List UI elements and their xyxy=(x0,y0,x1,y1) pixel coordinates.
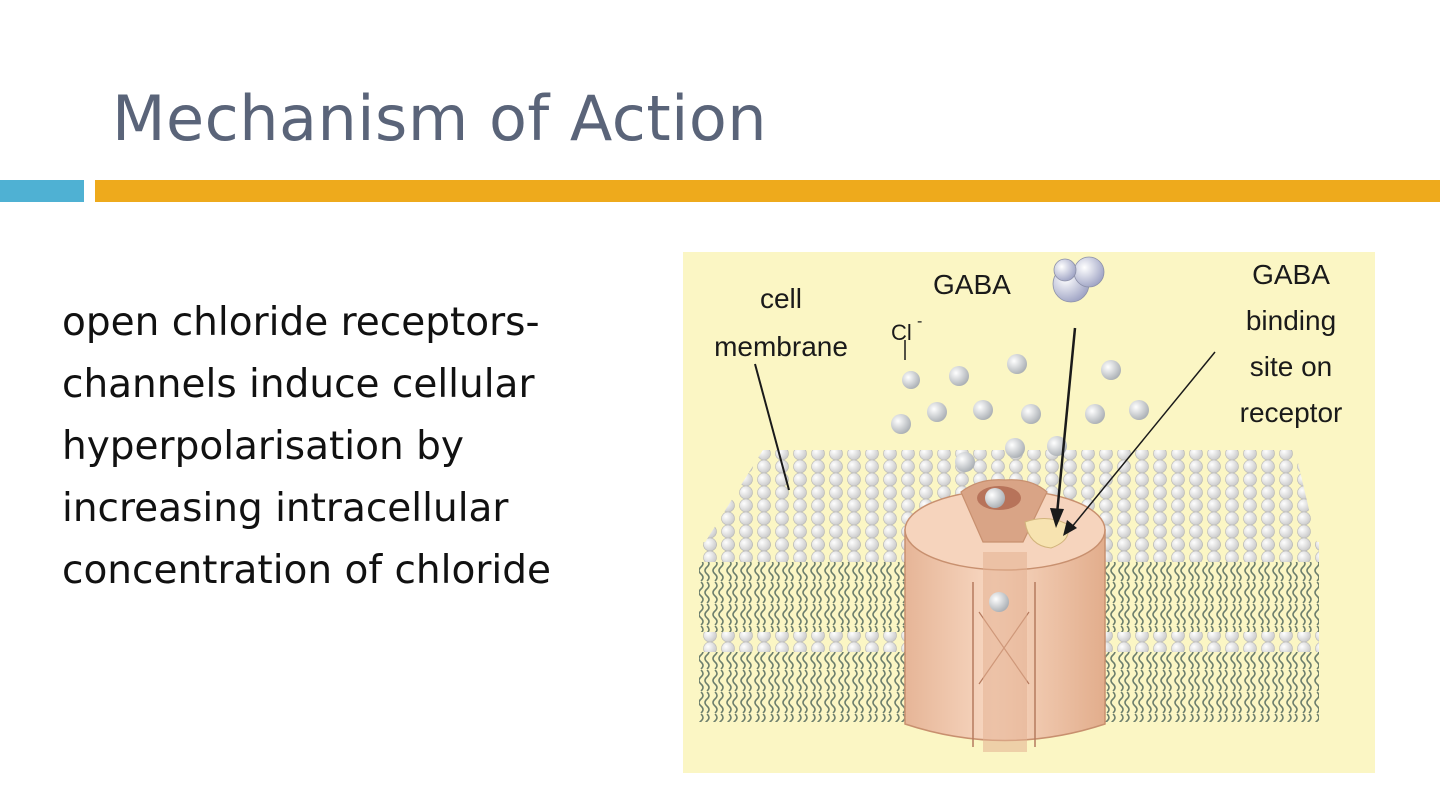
gaba-receptor-diagram: cell membrane Cl - GABA GABA binding sit… xyxy=(683,252,1375,773)
body-text: open chloride receptors-channels induce … xyxy=(62,300,551,593)
accent-bar-gold xyxy=(95,180,1440,202)
label-binding-site-2: binding xyxy=(1246,305,1336,336)
label-cell: cell xyxy=(760,283,802,314)
gaba-molecule xyxy=(1052,256,1105,303)
label-chloride: Cl xyxy=(891,320,912,345)
label-binding-site-3: site on xyxy=(1250,351,1333,382)
label-membrane: membrane xyxy=(714,331,848,362)
label-gaba: GABA xyxy=(933,269,1011,300)
label-binding-site-1: GABA xyxy=(1252,259,1330,290)
label-chloride-charge: - xyxy=(917,313,922,330)
label-leader-lines xyxy=(754,327,1216,536)
label-binding-site-4: receptor xyxy=(1240,397,1343,428)
chloride-channel xyxy=(904,479,1106,752)
accent-bar-blue xyxy=(0,180,84,202)
slide-title: Mechanism of Action xyxy=(112,82,768,155)
chloride-ions xyxy=(891,354,1149,612)
